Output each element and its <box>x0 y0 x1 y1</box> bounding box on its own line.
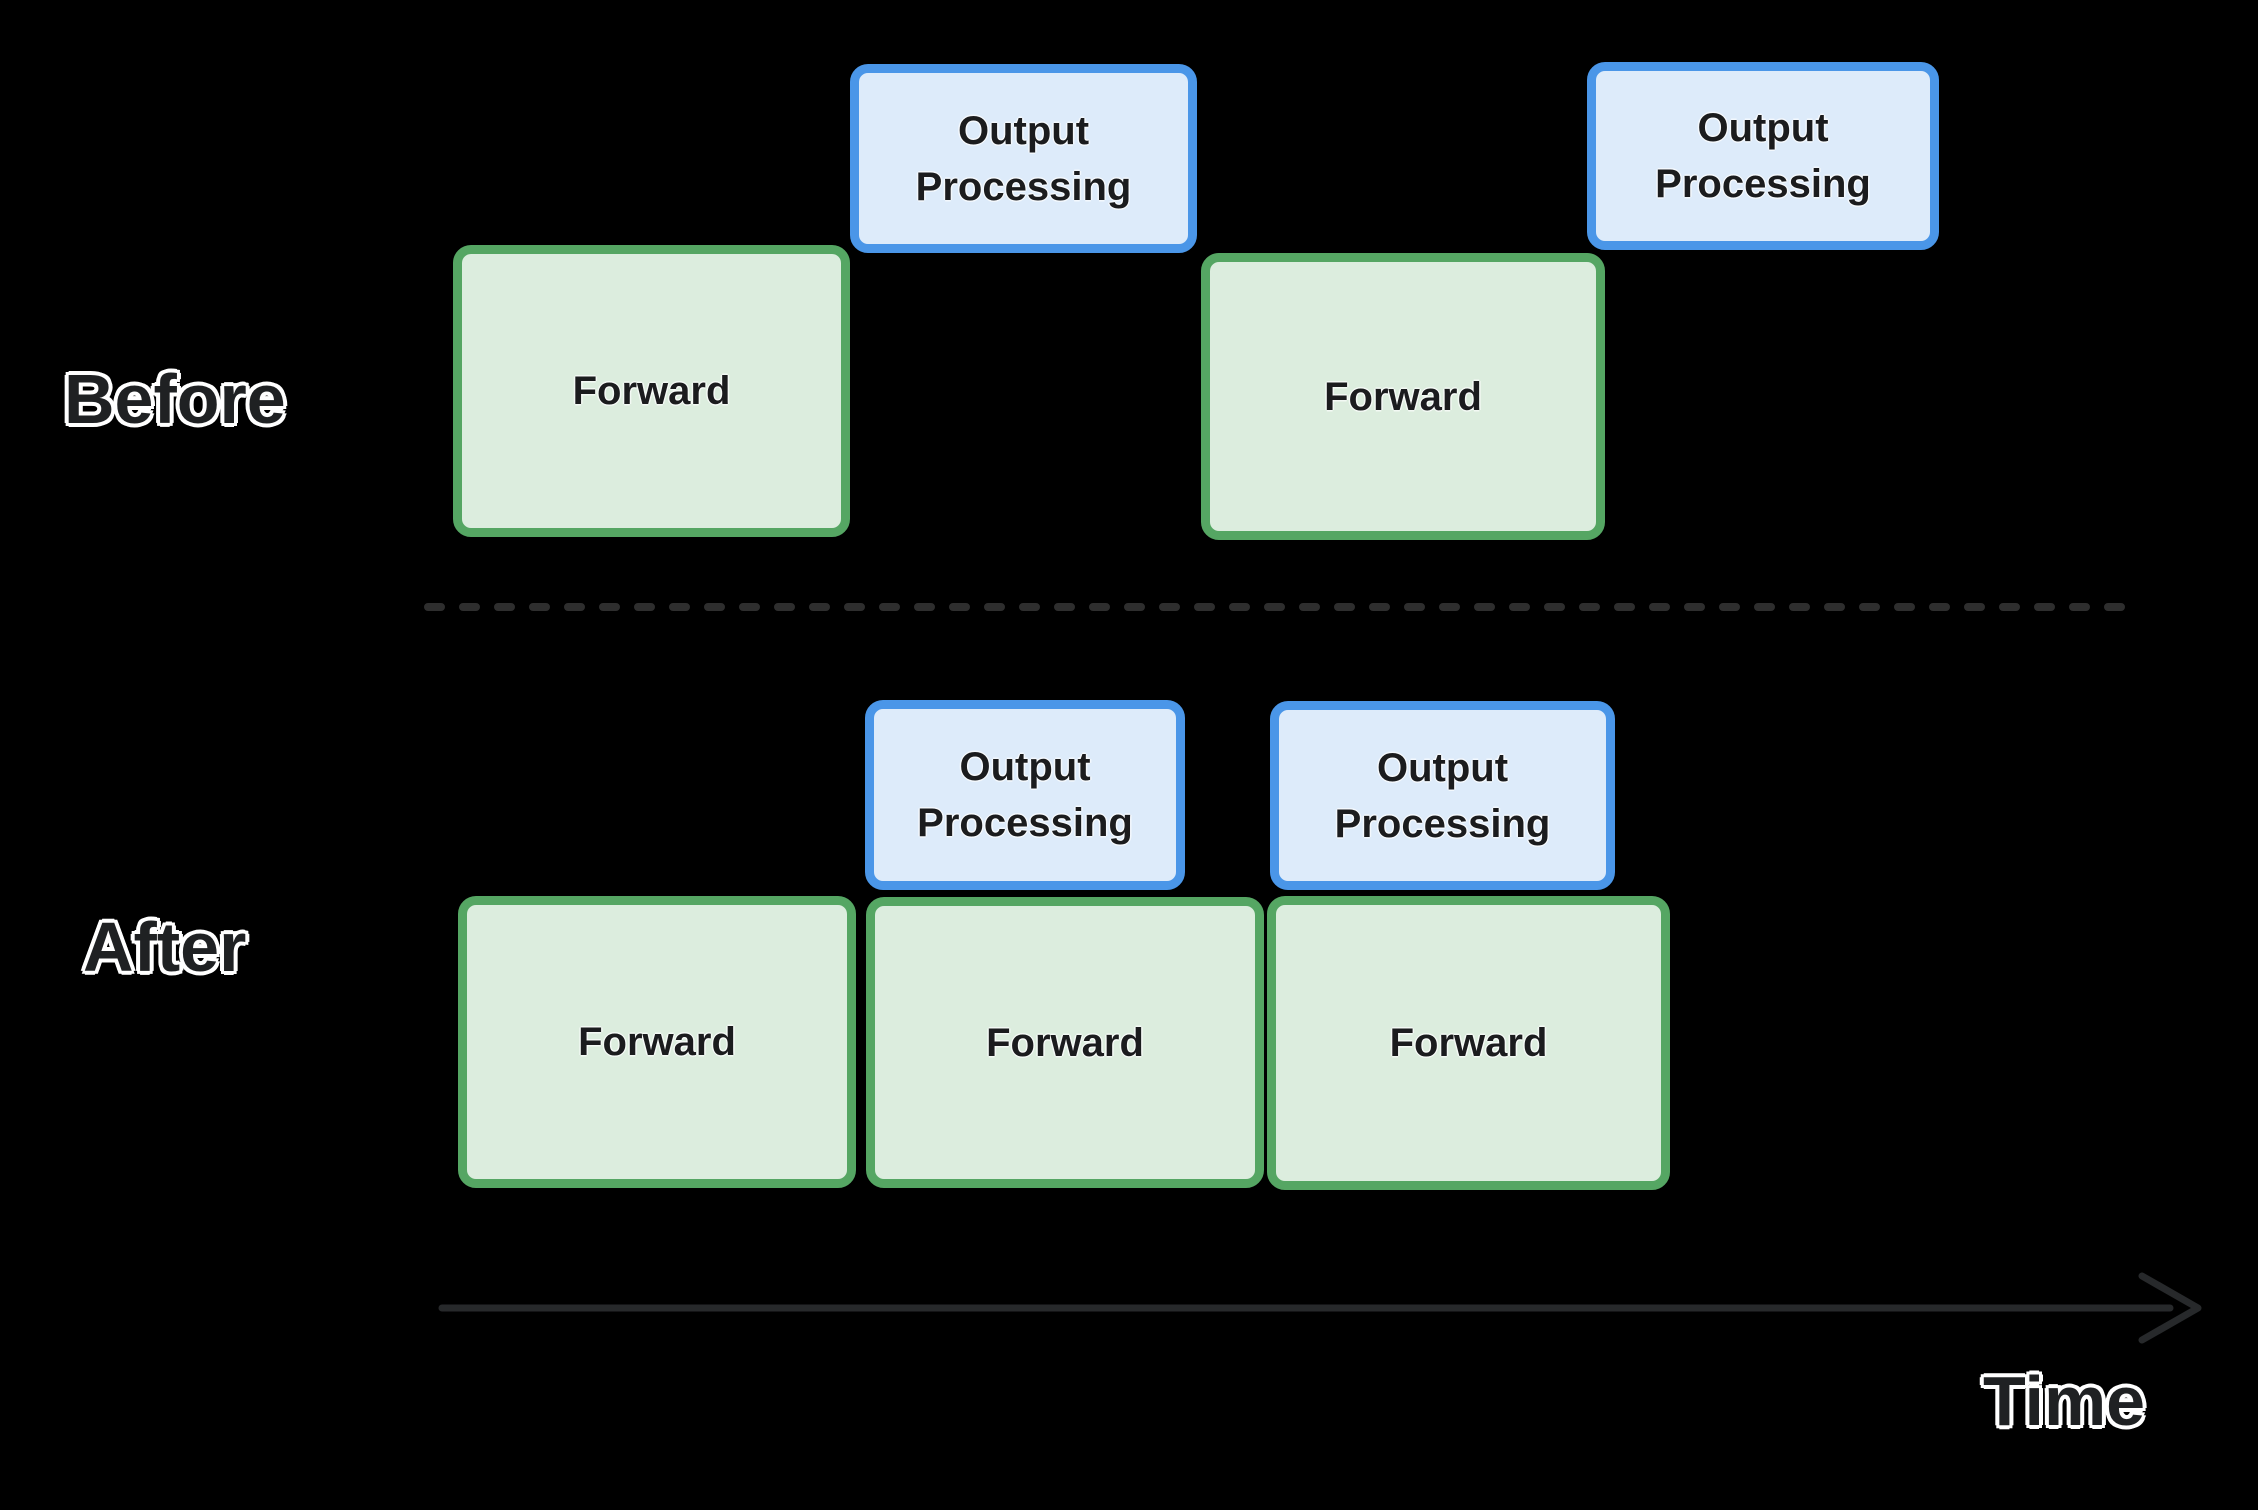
before-section-label: Before <box>64 360 286 438</box>
after-forward-box-2: Forward <box>866 897 1264 1188</box>
before-output-processing-box-2-label: Output Processing <box>1655 106 1871 206</box>
before-forward-box-1-label: Forward <box>572 369 731 413</box>
after-forward-box-2-label: Forward <box>986 1020 1144 1065</box>
after-forward-box-1-label: Forward <box>578 1020 736 1064</box>
before-output-processing-box-1-label: Output Processing <box>915 108 1132 209</box>
time-axis-arrow-icon <box>438 1272 2202 1344</box>
after-forward-box-3-label: Forward <box>1389 1021 1548 1065</box>
before-forward-box-2-label: Forward <box>1324 374 1482 419</box>
after-forward-box-1: Forward <box>458 896 856 1188</box>
time-axis-label: Time <box>1983 1362 2146 1440</box>
after-output-processing-box-1: Output Processing <box>865 700 1185 890</box>
before-output-processing-box-1: Output Processing <box>850 64 1197 253</box>
before-forward-box-2: Forward <box>1201 253 1605 540</box>
dashed-divider <box>424 603 2126 611</box>
after-output-processing-box-2-label: Output Processing <box>1334 745 1551 846</box>
after-output-processing-box-2: Output Processing <box>1270 701 1615 890</box>
before-forward-box-1: Forward <box>453 245 850 537</box>
before-output-processing-box-2: Output Processing <box>1587 62 1939 250</box>
after-section-label: After <box>83 908 247 986</box>
after-output-processing-box-1-label: Output Processing <box>917 745 1133 845</box>
after-forward-box-3: Forward <box>1267 896 1670 1190</box>
